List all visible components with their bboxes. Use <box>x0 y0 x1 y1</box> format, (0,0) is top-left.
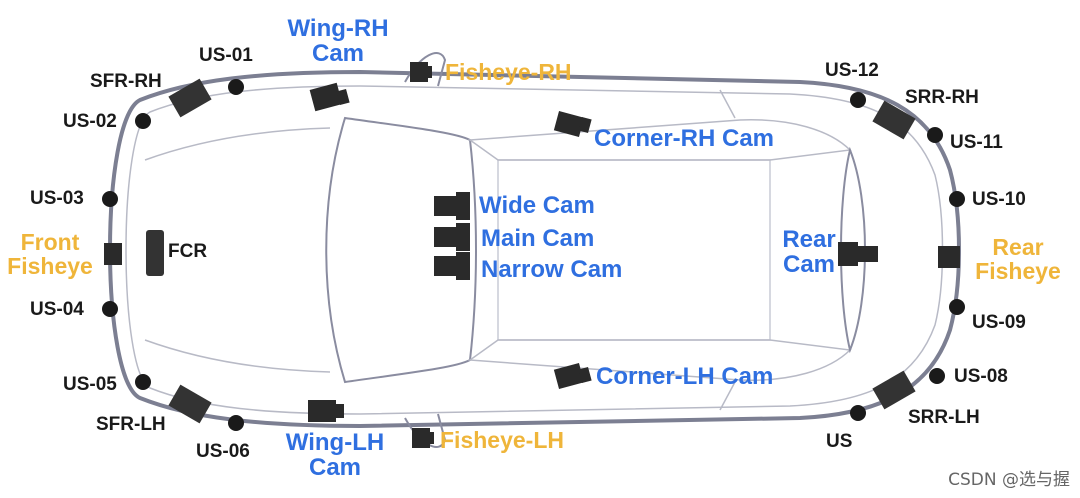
label-rear-fisheye-line1: Rear <box>992 234 1044 260</box>
cam-main <box>434 223 470 251</box>
door-line-rh <box>719 89 736 119</box>
hood-line-bottom <box>144 339 331 373</box>
label-fisheye-lh: Fisheye-LH <box>440 427 564 453</box>
sensor-us11 <box>927 127 943 143</box>
label-srr-lh: SRR-LH <box>908 407 980 428</box>
cam-front-fisheye <box>104 243 122 265</box>
label-us01: US-01 <box>199 45 253 66</box>
label-us08: US-08 <box>954 366 1008 387</box>
label-us05: US-05 <box>63 374 117 395</box>
label-wide-cam: Wide Cam <box>479 192 595 219</box>
sensor-us02 <box>135 113 151 129</box>
label-main-cam: Main Cam <box>481 225 595 252</box>
cam-wing-rh <box>309 82 350 112</box>
cam-corner-rh <box>553 110 592 138</box>
windshield <box>325 116 477 384</box>
label-corner-rh: Corner-RH Cam <box>594 125 775 152</box>
label-rear-fisheye: Rear Fisheye <box>968 235 1068 283</box>
label-front-fisheye: Front Fisheye <box>2 230 98 278</box>
sensor-us-last <box>850 405 866 421</box>
label-wing-rh-line1: Wing-RH <box>287 15 389 42</box>
radar-modules <box>146 78 916 424</box>
radar-sfr-lh <box>168 384 212 424</box>
sensor-us12 <box>850 92 866 108</box>
label-front-fisheye-line1: Front <box>20 229 80 255</box>
sensor-us01 <box>228 79 244 95</box>
label-rear-cam-line1: Rear <box>782 226 836 253</box>
label-us04: US-04 <box>30 299 84 320</box>
label-us12: US-12 <box>825 60 879 81</box>
sensor-us03 <box>102 191 118 207</box>
car-body-outline <box>108 69 961 429</box>
label-us10: US-10 <box>972 189 1026 210</box>
sensor-us04 <box>102 301 118 317</box>
sensor-us09 <box>949 299 965 315</box>
cam-fisheye-rh <box>410 62 432 82</box>
sensor-us05 <box>135 374 151 390</box>
label-us11: US-11 <box>950 132 1003 153</box>
sensor-us08 <box>929 368 945 384</box>
watermark: CSDN @选与握 <box>948 470 1070 490</box>
label-fisheye-rh: Fisheye-RH <box>445 59 572 85</box>
label-corner-lh: Corner-LH Cam <box>596 363 774 390</box>
label-rear-cam-line2: Cam <box>782 251 836 279</box>
label-wing-lh-line1: Wing-LH <box>285 429 385 456</box>
label-us06: US-06 <box>196 441 250 462</box>
label-us09: US-09 <box>972 312 1026 333</box>
label-rear-cam: Rear Cam <box>774 226 844 279</box>
hood-line-top <box>144 127 331 161</box>
label-us-last: US <box>826 431 853 452</box>
label-us02: US-02 <box>63 111 117 132</box>
label-narrow-cam: Narrow Cam <box>481 256 623 283</box>
ultrasonic-sensors <box>102 79 965 431</box>
radar-sfr-rh <box>168 78 212 118</box>
label-wing-rh-line2: Cam <box>311 40 365 68</box>
rear-window <box>840 146 866 354</box>
label-us03: US-03 <box>30 188 84 209</box>
radar-fcr <box>146 230 164 276</box>
side-window-rh <box>467 119 852 161</box>
label-front-fisheye-line2: Fisheye <box>7 253 93 280</box>
radar-srr-lh <box>872 370 916 410</box>
camera-modules <box>104 62 960 448</box>
mirror-lh <box>404 413 447 448</box>
door-line-lh <box>719 381 736 411</box>
cam-corner-lh <box>553 362 592 390</box>
cam-wide <box>434 192 470 220</box>
side-window-lh <box>467 339 852 381</box>
label-sfr-rh: SFR-RH <box>90 71 162 92</box>
cam-rear <box>838 242 878 266</box>
sensor-us10 <box>949 191 965 207</box>
label-fcr: FCR <box>168 241 208 262</box>
label-srr-rh: SRR-RH <box>905 87 979 108</box>
cam-fisheye-lh <box>412 428 434 448</box>
label-wing-lh-line2: Cam <box>308 454 362 482</box>
cam-narrow <box>434 252 470 280</box>
cam-rear-fisheye <box>938 246 960 268</box>
label-rear-fisheye-line2: Fisheye <box>975 258 1061 285</box>
radar-srr-rh <box>872 100 916 140</box>
sensor-us06 <box>228 415 244 431</box>
label-wing-rh: Wing-RH Cam <box>279 15 397 68</box>
label-sfr-lh: SFR-LH <box>96 414 166 435</box>
cam-wing-lh <box>308 400 344 422</box>
label-wing-lh: Wing-LH Cam <box>276 429 394 482</box>
